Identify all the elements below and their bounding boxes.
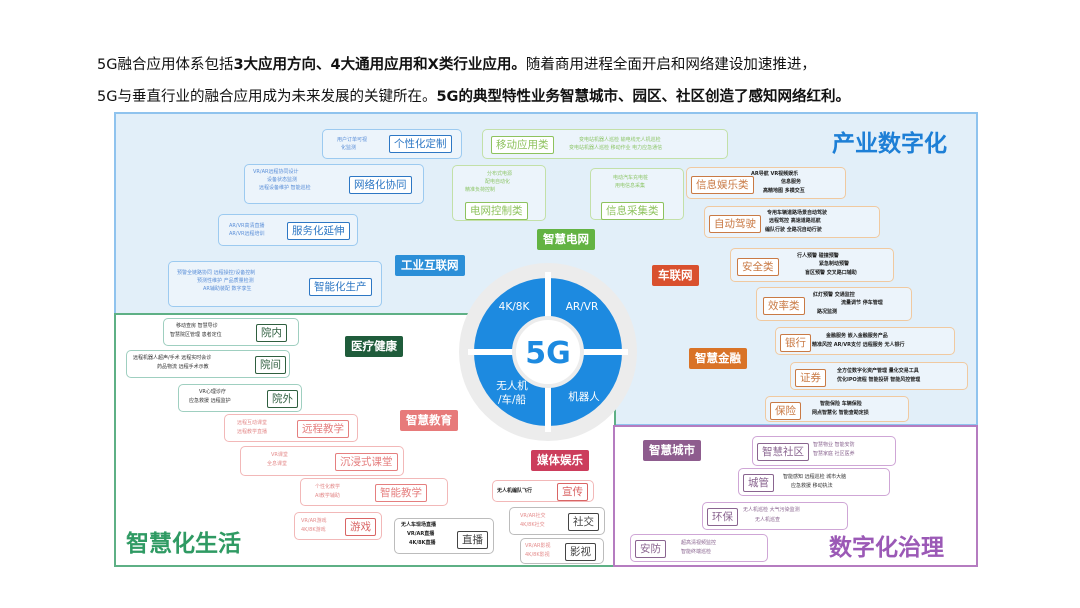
- category-medical: 医疗健康: [345, 336, 403, 357]
- group-mobile-apps: 移动应用类 变电站机器人巡检 输电线无人机巡检 变电站机器人巡检 移动作业 电力…: [482, 129, 728, 159]
- group-social: VR/AR社交 4K/8K社交 社交: [509, 507, 605, 535]
- intro-line-2: 5G与垂直行业的融合应用成为未来发展的关键所在。5G的典型特性业务智慧城市、园区…: [97, 82, 1037, 112]
- category-media: 媒体娱乐: [531, 450, 589, 471]
- intro-line-1-segment-2: 随着商用进程全面开启和网络建设加速推进，: [525, 57, 816, 73]
- group-grid-control: 分布式电源 配电自动化 精准负荷控制 电网控制类: [452, 165, 546, 221]
- group-live-streaming: 无人车现场直播 VR/AR直播 4K/8K直播 直播: [394, 518, 494, 554]
- tag-games: 游戏: [345, 518, 376, 536]
- tag-info-collection: 信息采集类: [601, 202, 664, 220]
- tag-publicity: 宣传: [557, 483, 588, 501]
- center-5g-label: 5G: [525, 336, 571, 371]
- tag-immersive-classroom: 沉浸式课堂: [335, 453, 398, 471]
- group-info-collection: 电动汽车充电桩 用电信息采集 信息采集类: [590, 168, 684, 220]
- group-insurance: 保险 智能保险 车辆保险 网点智慧化 智能查勘定损: [765, 396, 909, 422]
- group-out-hospital: VR心理诊疗 应急救援 远程监护 院外: [178, 384, 302, 412]
- category-smart-city: 智慧城市: [643, 440, 701, 461]
- group-environment: 环保 无人机巡检 大气污染监测 无人机巡查: [702, 502, 848, 530]
- group-in-hospital: 移动查房 智慧导诊 智慧院区管理 患者定位 院内: [163, 318, 299, 346]
- tag-social: 社交: [568, 513, 599, 531]
- tag-grid-control: 电网控制类: [465, 202, 528, 220]
- tag-in-hospital: 院内: [256, 324, 287, 342]
- group-personalized-customization: 用户订单可视 化监测 个性化定制: [322, 129, 462, 159]
- governance-zone-title: 数字化治理: [829, 535, 944, 561]
- tag-environment: 环保: [707, 508, 738, 526]
- group-games: VR/AR游戏 4K/8K游戏 游戏: [294, 512, 382, 540]
- life-zone-title: 智慧化生活: [126, 531, 241, 557]
- tag-remote-teaching: 远程教学: [297, 420, 349, 438]
- group-smart-community: 智慧社区 智慧物业 智能安防 智慧家庭 社区医养: [752, 436, 896, 466]
- tag-smart-community: 智慧社区: [757, 443, 809, 461]
- category-education: 智慧教育: [400, 410, 458, 431]
- group-remote-teaching: 远程互动课堂 远程教学直播 远程教学: [224, 414, 358, 442]
- tag-securities: 证券: [795, 369, 826, 387]
- group-infotainment: 信息娱乐类 AR导航 VR视频娱乐 信息服务 高精地图 多模交互: [686, 167, 846, 199]
- group-efficiency: 效率类 红灯预警 交通监控 流量调节 停车管理 路况监测: [756, 287, 912, 321]
- tag-live-streaming: 直播: [457, 531, 488, 549]
- group-autonomous-driving: 自动驾驶 专用车辆道路场景自动驾驶 远程驾控 高速道路巡航 编队行驶 全路况自动…: [704, 206, 880, 238]
- tag-infotainment: 信息娱乐类: [691, 176, 754, 194]
- tag-networked-collaboration: 网络化协同: [349, 176, 412, 194]
- tag-smart-teaching: 智能教学: [375, 484, 427, 502]
- group-city-management: 城管 智能感知 远程巡检 城市大脑 应急救援 移动执法: [738, 468, 890, 496]
- quadrant-label-drone-vehicle-ship: 无人机/车/船: [496, 379, 528, 406]
- tag-bank: 银行: [780, 334, 811, 352]
- group-service-extension: AR/VR高清直播 AR/VR远程培训 服务化延伸: [218, 214, 358, 246]
- group-security: 安防 超高清视频监控 智能终端巡检: [630, 534, 768, 562]
- tag-mobile-apps: 移动应用类: [491, 136, 554, 154]
- tag-efficiency: 效率类: [763, 297, 805, 315]
- intro-line-2-segment-0: 5G与垂直行业的融合应用成为未来发展的关键所在。: [97, 89, 437, 105]
- intro-line-1-segment-0: 5G融合应用体系包括: [97, 57, 234, 73]
- group-smart-teaching: 个性化教学 AI教学辅助 智能教学: [300, 478, 448, 506]
- tag-out-hospital: 院外: [267, 390, 298, 408]
- center-circle: [512, 316, 584, 388]
- intro-line-1-segment-1: 3大应用方向、4大通用应用和X类行业应用。: [233, 57, 526, 73]
- intro-line-2-segment-1: 5G的典型特性业务智慧城市、园区、社区创造了感知网络红利。: [436, 89, 850, 105]
- category-smart-grid: 智慧电网: [537, 229, 595, 250]
- tag-film-tv: 影视: [565, 543, 596, 561]
- industry-zone-title: 产业数字化: [832, 131, 947, 157]
- quadrant-label-arvr: AR/VR: [566, 301, 599, 313]
- center-5g-diagram: 5G 4K/8K AR/VR 无人机/车/船 机器人: [459, 263, 637, 441]
- tag-personalized-customization: 个性化定制: [389, 135, 452, 153]
- tag-inter-hospital: 院间: [255, 356, 286, 374]
- quadrant-label-robot: 机器人: [568, 390, 600, 403]
- group-intelligent-production: 预警全链路协同 远程操控/设备控制 预测性维护 产品质量检测 AR辅助装配 数字…: [168, 261, 382, 307]
- tag-autonomous-driving: 自动驾驶: [709, 215, 761, 233]
- intro-line-1: 5G融合应用体系包括3大应用方向、4大通用应用和X类行业应用。随着商用进程全面开…: [97, 50, 1037, 80]
- group-networked-collaboration: VR/AR远程协同设计 设备状态监测 远程设备维护 智能巡检 网络化协同: [244, 164, 424, 204]
- quadrant-label-4k8k: 4K/8K: [499, 301, 531, 313]
- tag-safety: 安全类: [737, 258, 779, 276]
- category-industrial-internet: 工业互联网: [395, 255, 465, 276]
- group-publicity: 无人机编队飞行 宣传: [492, 480, 594, 502]
- group-securities: 证券 全方位数字化资产管理 量化交易工具 优化IPO流程 智能投研 智能风控管理: [790, 362, 968, 390]
- tag-city-management: 城管: [743, 474, 774, 492]
- tag-security: 安防: [635, 540, 666, 558]
- group-safety: 安全类 行人预警 碰撞预警 紧急制动预警 盲区预警 交叉路口辅助: [730, 248, 894, 282]
- tag-intelligent-production: 智能化生产: [309, 278, 372, 296]
- category-vehicles: 车联网: [652, 265, 699, 286]
- group-film-tv: VR/AR影视 4K/8K影视 影视: [520, 538, 604, 564]
- group-bank: 银行 金融服务 嵌入金融服务产品 精准风控 AR/VR支付 远程服务 无人银行: [775, 327, 955, 355]
- tag-insurance: 保险: [770, 402, 801, 420]
- category-finance: 智慧金融: [689, 348, 747, 369]
- group-inter-hospital: 远程机器人超声/手术 远程实时会诊 药品物流 远程手术示教 院间: [126, 350, 290, 378]
- group-immersive-classroom: VR课堂 全息课堂 沉浸式课堂: [240, 446, 404, 476]
- tag-service-extension: 服务化延伸: [287, 222, 350, 240]
